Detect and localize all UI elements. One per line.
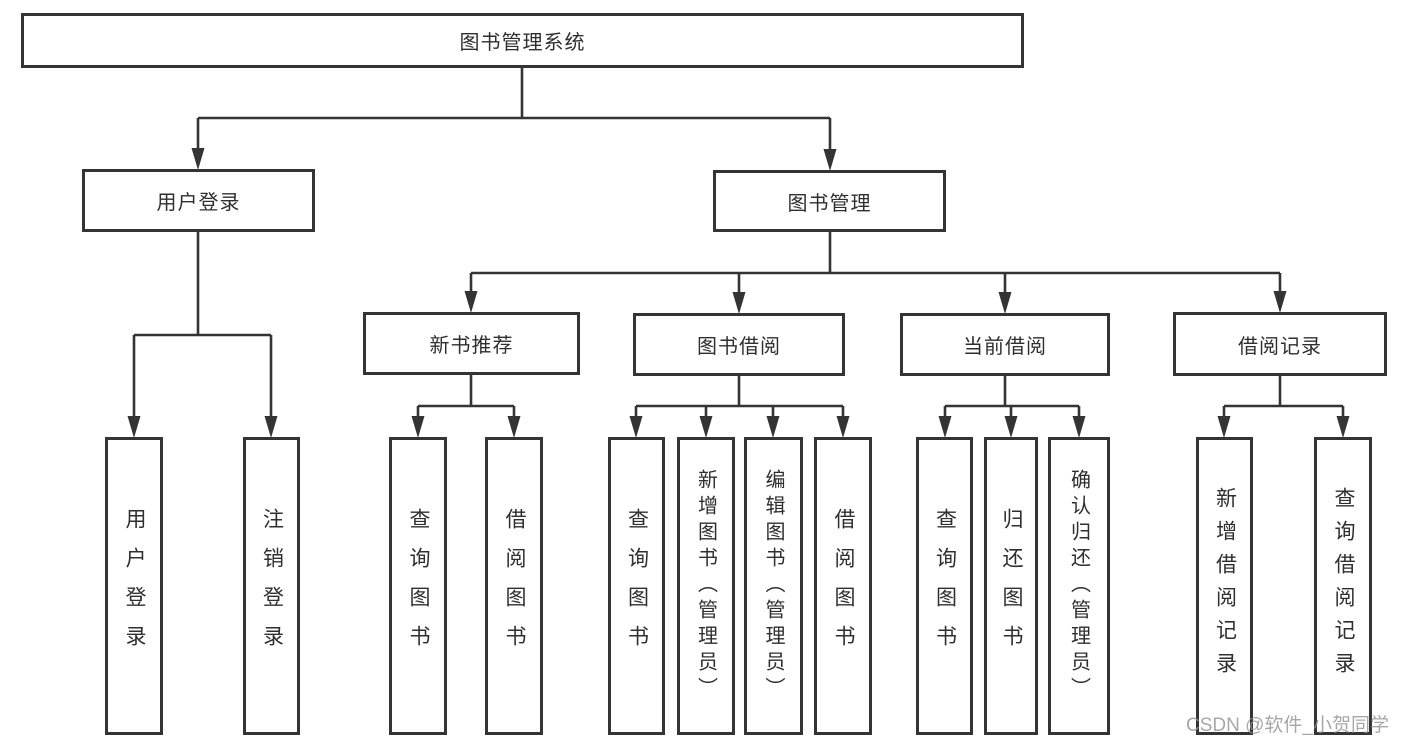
leaf-edit-books-admin: 编辑图书（管理员） xyxy=(744,437,803,735)
leaf-query-books-current: 查询图书 xyxy=(916,437,973,735)
node-label: 注销登录 xyxy=(260,508,284,664)
node-label: 确认归还（管理员） xyxy=(1067,469,1090,703)
node-label: 编辑图书（管理员） xyxy=(762,469,784,703)
node-library-management-system: 图书管理系统 xyxy=(21,13,1024,68)
node-new-book-recommendation: 新书推荐 xyxy=(363,312,580,375)
leaf-query-books-borrow: 查询图书 xyxy=(608,437,665,735)
node-label: 用户登录 xyxy=(123,508,146,664)
leaf-query-borrow-record: 查询借阅记录 xyxy=(1314,437,1372,735)
node-label: 新增借阅记录 xyxy=(1213,487,1237,685)
leaf-return-books: 归还图书 xyxy=(984,437,1038,735)
leaf-borrow-books: 借阅图书 xyxy=(814,437,872,735)
leaf-add-borrow-record: 新增借阅记录 xyxy=(1196,437,1253,735)
node-label: 借阅图书 xyxy=(832,508,855,664)
leaf-logout: 注销登录 xyxy=(243,437,300,735)
leaf-confirm-return-admin: 确认归还（管理员） xyxy=(1048,437,1110,735)
node-label: 新书推荐 xyxy=(429,335,514,357)
leaf-query-books-recommend: 查询图书 xyxy=(389,437,447,735)
leaf-add-books-admin: 新增图书（管理员） xyxy=(677,437,735,735)
node-label: 查询图书 xyxy=(933,508,957,664)
node-label: 用户登录 xyxy=(156,192,241,214)
node-label: 查询图书 xyxy=(625,508,649,664)
node-label: 查询借阅记录 xyxy=(1332,487,1355,685)
node-label: 图书借阅 xyxy=(697,336,781,358)
node-label: 借阅图书 xyxy=(503,508,526,664)
node-label: 当前借阅 xyxy=(963,336,1047,358)
node-book-borrowing: 图书借阅 xyxy=(633,313,845,376)
node-user-login: 用户登录 xyxy=(82,169,315,232)
node-label: 图书管理系统 xyxy=(459,32,586,54)
leaf-borrow-books-recommend: 借阅图书 xyxy=(485,437,543,735)
leaf-user-login: 用户登录 xyxy=(105,437,163,735)
arrowhead-icons xyxy=(127,148,1350,438)
node-borrowing-records: 借阅记录 xyxy=(1173,312,1387,376)
node-label: 借阅记录 xyxy=(1238,335,1322,358)
node-label: 图书管理 xyxy=(787,192,872,215)
csdn-watermark: CSDN @软件_小贺同学 xyxy=(1186,715,1389,736)
node-label: 归还图书 xyxy=(1000,508,1023,664)
node-label: 新增图书（管理员） xyxy=(694,469,717,703)
node-book-management: 图书管理 xyxy=(713,170,946,232)
node-current-borrowing: 当前借阅 xyxy=(900,313,1110,376)
node-label: 查询图书 xyxy=(407,508,430,664)
